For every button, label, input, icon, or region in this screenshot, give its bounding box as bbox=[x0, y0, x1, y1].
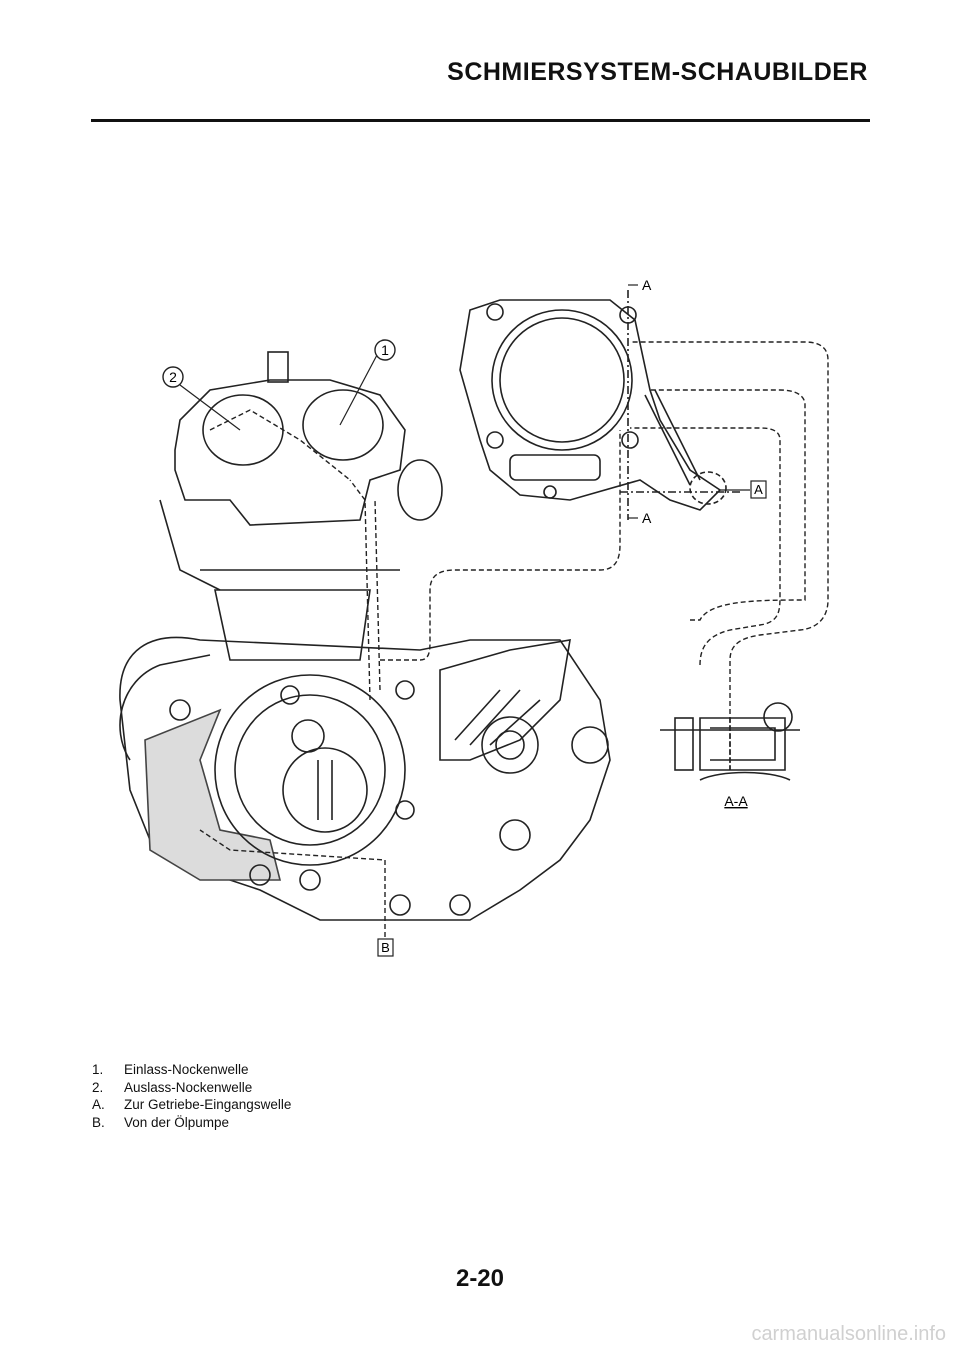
legend-item: B. Von der Ölpumpe bbox=[92, 1114, 230, 1130]
box-label-a: A bbox=[750, 480, 767, 499]
callout-one: 1 bbox=[374, 339, 396, 361]
legend: 1. Einlass-Nockenwelle 2. Auslass-Nocken… bbox=[92, 1061, 291, 1131]
callout-two: 2 bbox=[162, 366, 184, 388]
section-aa-detail bbox=[660, 702, 800, 781]
page-number: 2-20 bbox=[455, 1265, 505, 1292]
section-view-label: A-A bbox=[724, 793, 748, 809]
legend-item: 1. Einlass-Nockenwelle bbox=[92, 1062, 249, 1077]
box-label-b: B bbox=[377, 938, 394, 957]
svg-text:1: 1 bbox=[381, 342, 389, 358]
engine-lubrication-illustration: 1 2 A A A B A-A bbox=[119, 277, 829, 957]
engine-outline bbox=[119, 351, 611, 921]
section-label-a-bottom: A bbox=[642, 510, 652, 526]
watermark: carmanualsonline.info bbox=[751, 1323, 946, 1345]
callout-leaders bbox=[179, 284, 750, 519]
svg-text:A: A bbox=[754, 482, 763, 497]
svg-text:B: B bbox=[381, 940, 390, 955]
legend-item: A. Zur Getriebe-Eingangswelle bbox=[92, 1097, 292, 1112]
legend-item: 2. Auslass-Nockenwelle bbox=[92, 1079, 253, 1095]
oil-passages bbox=[199, 341, 829, 945]
header-rule bbox=[91, 119, 870, 122]
page-title: SCHMIERSYSTEM-SCHAUBILDER bbox=[447, 58, 868, 86]
cylinder-flange bbox=[459, 290, 740, 520]
section-label-a-top: A bbox=[642, 277, 652, 293]
svg-text:2: 2 bbox=[169, 369, 177, 385]
